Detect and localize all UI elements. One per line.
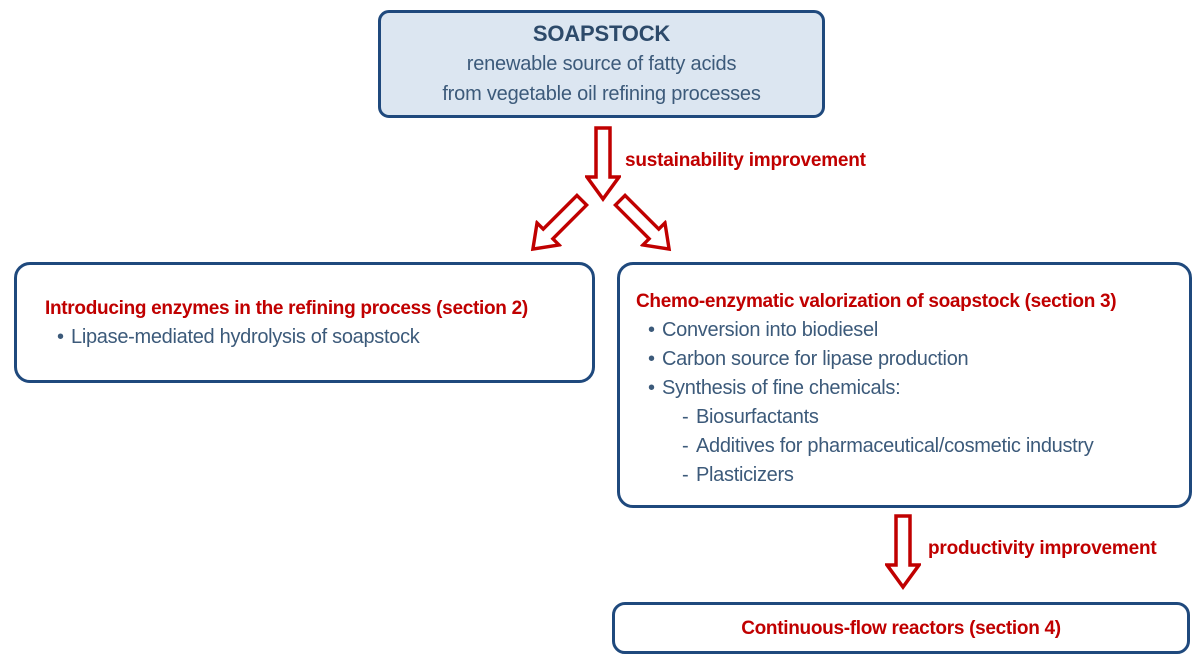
list-item: - Additives for pharmaceutical/cosmetic … — [636, 432, 1189, 461]
bullet-icon: • — [648, 348, 655, 370]
right-box-sub-bullet: Plasticizers — [696, 464, 794, 486]
list-item: • Conversion into biodiesel — [636, 316, 1189, 345]
dash-icon: - — [682, 406, 689, 428]
valorization-box: Chemo-enzymatic valorization of soapstoc… — [617, 262, 1192, 508]
left-box-title: Introducing enzymes in the refining proc… — [45, 297, 528, 319]
soapstock-title: SOAPSTOCK — [532, 21, 671, 46]
list-item: • Carbon source for lipase production — [636, 345, 1189, 374]
down-left-arrow-icon — [530, 192, 590, 252]
right-box-bullet: Carbon source for lipase production — [662, 348, 969, 370]
sustainability-improvement-label: sustainability improvement — [625, 150, 866, 171]
bottom-box-title: Continuous-flow reactors (section 4) — [741, 617, 1061, 639]
soapstock-subtitle-line2: from vegetable oil refining processes — [442, 83, 761, 105]
right-box-sub-bullet: Additives for pharmaceutical/cosmetic in… — [696, 435, 1094, 457]
down-right-arrow-icon — [612, 192, 672, 252]
right-box-bullet: Conversion into biodiesel — [662, 319, 878, 341]
dash-icon: - — [682, 435, 689, 457]
refining-process-box: Introducing enzymes in the refining proc… — [14, 262, 595, 383]
bullet-icon: • — [648, 377, 655, 399]
soapstock-source-box: SOAPSTOCK renewable source of fatty acid… — [378, 10, 825, 118]
left-box-bullet: Lipase-mediated hydrolysis of soapstock — [71, 325, 420, 348]
down-arrow-icon — [885, 514, 921, 590]
soapstock-subtitle-line1: renewable source of fatty acids — [466, 53, 737, 75]
productivity-improvement-label: productivity improvement — [928, 538, 1157, 559]
right-box-bullet: Synthesis of fine chemicals: — [662, 377, 901, 399]
list-item: • Lipase-mediated hydrolysis of soapstoc… — [45, 323, 592, 352]
list-item: - Biosurfactants — [636, 403, 1189, 432]
continuous-flow-reactors-box: Continuous-flow reactors (section 4) — [612, 602, 1190, 654]
bullet-icon: • — [57, 325, 64, 348]
down-arrow-icon — [585, 126, 621, 202]
right-box-title: Chemo-enzymatic valorization of soapstoc… — [636, 291, 1117, 312]
dash-icon: - — [682, 464, 689, 486]
list-item: - Plasticizers — [636, 461, 1189, 490]
bullet-icon: • — [648, 319, 655, 341]
right-box-sub-bullet: Biosurfactants — [696, 406, 819, 428]
list-item: • Synthesis of fine chemicals: — [636, 374, 1189, 403]
